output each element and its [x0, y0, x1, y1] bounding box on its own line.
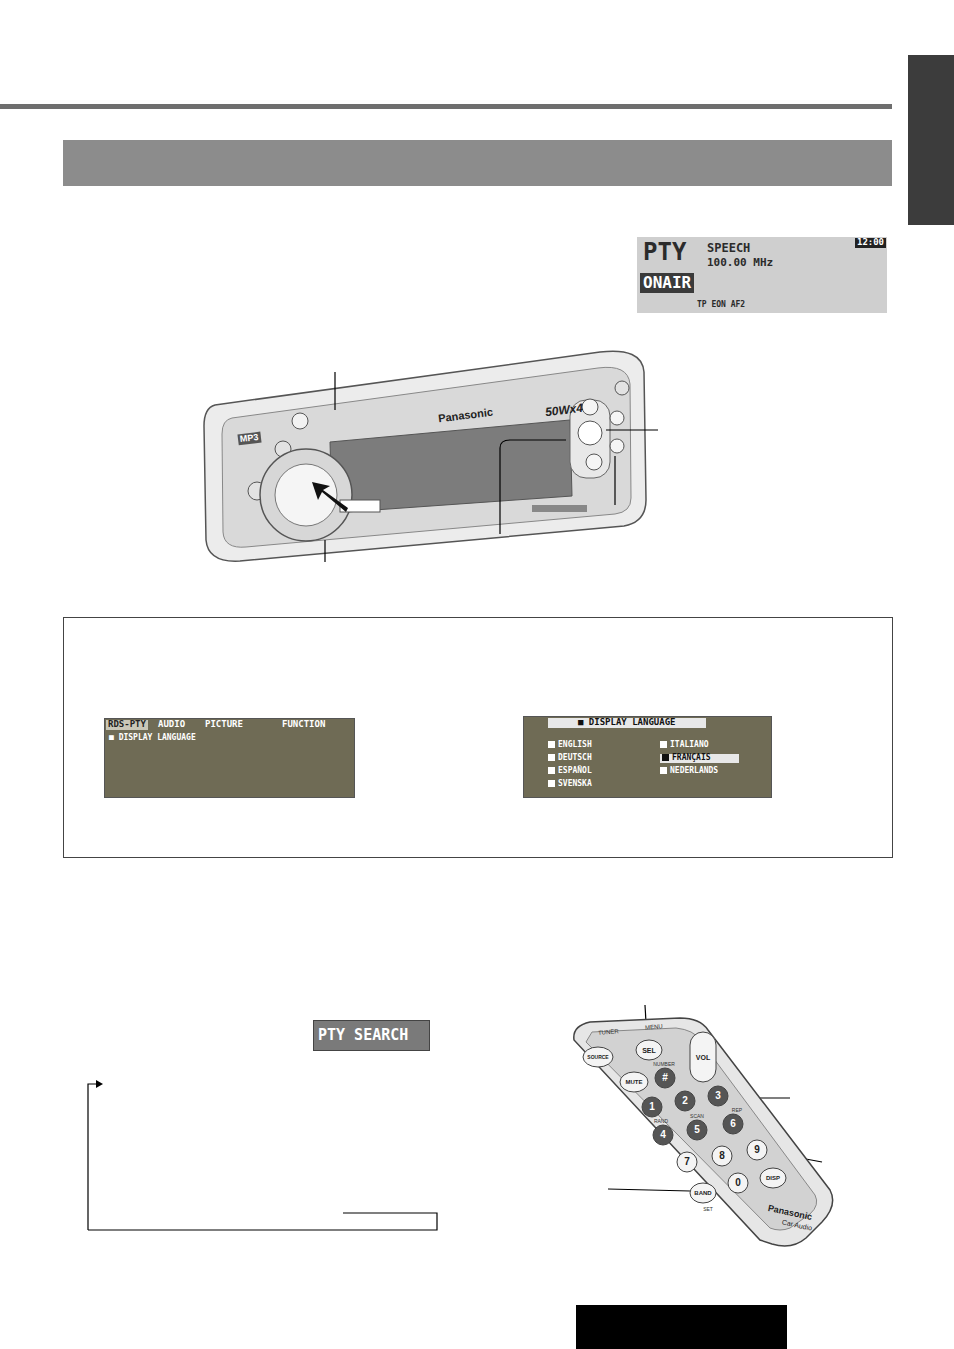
option-box	[548, 767, 555, 774]
button-label: 6	[730, 1119, 736, 1129]
language-option: ENGLISH	[548, 741, 592, 750]
loop-arrowhead	[96, 1080, 103, 1088]
button-caption: RAND	[654, 1119, 668, 1124]
button-label: 0	[735, 1178, 741, 1188]
option-box	[660, 741, 667, 748]
language-option: ESPAÑOL	[548, 767, 592, 776]
button-label: 7	[684, 1157, 690, 1167]
lcd-display: PTY SPEECH 100.00 MHzONAIRTP EON AF2 12:00	[637, 237, 887, 313]
badge-text: PTY SEARCH	[318, 1027, 408, 1044]
language-option-selected: FRANÇAIS	[660, 754, 739, 763]
language-option: SVENSKA	[548, 780, 592, 789]
frequency-text: 100.00 MHz	[707, 257, 773, 269]
clock-text: 12:00	[855, 238, 886, 248]
page-tab	[576, 1305, 787, 1349]
button-label: 2	[682, 1096, 688, 1106]
button-label: 9	[754, 1145, 760, 1155]
button-label: 5	[694, 1125, 700, 1135]
pty-search-badge: PTY SEARCH	[313, 1020, 430, 1051]
button-label: 8	[719, 1151, 725, 1161]
remote-section-label: TUNER	[598, 1028, 619, 1036]
button-label: 4	[660, 1130, 666, 1140]
option-box	[660, 767, 667, 774]
brand-text: Panasonic	[438, 407, 494, 425]
option-box	[548, 780, 555, 787]
menu-tab: PICTURE	[205, 720, 243, 730]
indicator-text: TP EON AF2	[697, 301, 745, 310]
leader-lines	[325, 372, 822, 1245]
side-tab	[908, 55, 954, 225]
button-label: BAND	[694, 1190, 711, 1196]
button-caption: REP	[732, 1108, 742, 1113]
button-label: 1	[649, 1102, 655, 1112]
button-label: #	[662, 1073, 668, 1083]
menu-item: ■ DISPLAY LANGUAGE	[109, 734, 196, 743]
button-caption: NUMBER	[653, 1062, 675, 1067]
language-option: DEUTSCH	[548, 754, 592, 763]
option-box	[548, 741, 555, 748]
button-label: MUTE	[626, 1079, 643, 1085]
language-title: ■ DISPLAY LANGUAGE	[548, 718, 706, 728]
mp3-badge: MP3	[237, 432, 261, 446]
button-label: VOL	[696, 1054, 710, 1061]
menu-tab: RDS-PTY	[106, 720, 148, 730]
title-banner	[63, 140, 892, 186]
remote-illustration	[574, 1018, 833, 1246]
language-option: NEDERLANDS	[660, 767, 718, 776]
model-text: 50Wx4	[544, 402, 583, 419]
language-option: ITALIANO	[660, 741, 709, 750]
menu-tab: AUDIO	[158, 720, 185, 730]
language-screen: ■ DISPLAY LANGUAGE ENGLISH DEUTSCH ESPAÑOL S…	[523, 716, 772, 798]
button-caption: SET	[703, 1207, 713, 1212]
menu-screen: RDS-PTY AUDIO PICTURE FUNCTION ■ DISPLAY LAN…	[104, 718, 355, 798]
head-unit-illustration	[204, 351, 646, 561]
menu-tab: FUNCTION	[282, 720, 325, 730]
button-label: SOURCE	[587, 1055, 608, 1060]
button-label: 3	[715, 1091, 721, 1101]
option-box	[548, 754, 555, 761]
remote-section-label: MENU	[645, 1023, 663, 1031]
onair-badge: ONAIR	[640, 273, 694, 293]
button-label: DISP	[766, 1175, 780, 1181]
option-box	[662, 754, 669, 761]
top-rule	[0, 104, 892, 109]
button-caption: SCAN	[690, 1114, 704, 1119]
button-label: SEL	[642, 1047, 656, 1054]
menu-frame	[64, 618, 893, 858]
loop-bracket	[88, 1084, 437, 1230]
mode-text: PTY	[643, 239, 686, 265]
pty-text: SPEECH	[707, 242, 750, 255]
